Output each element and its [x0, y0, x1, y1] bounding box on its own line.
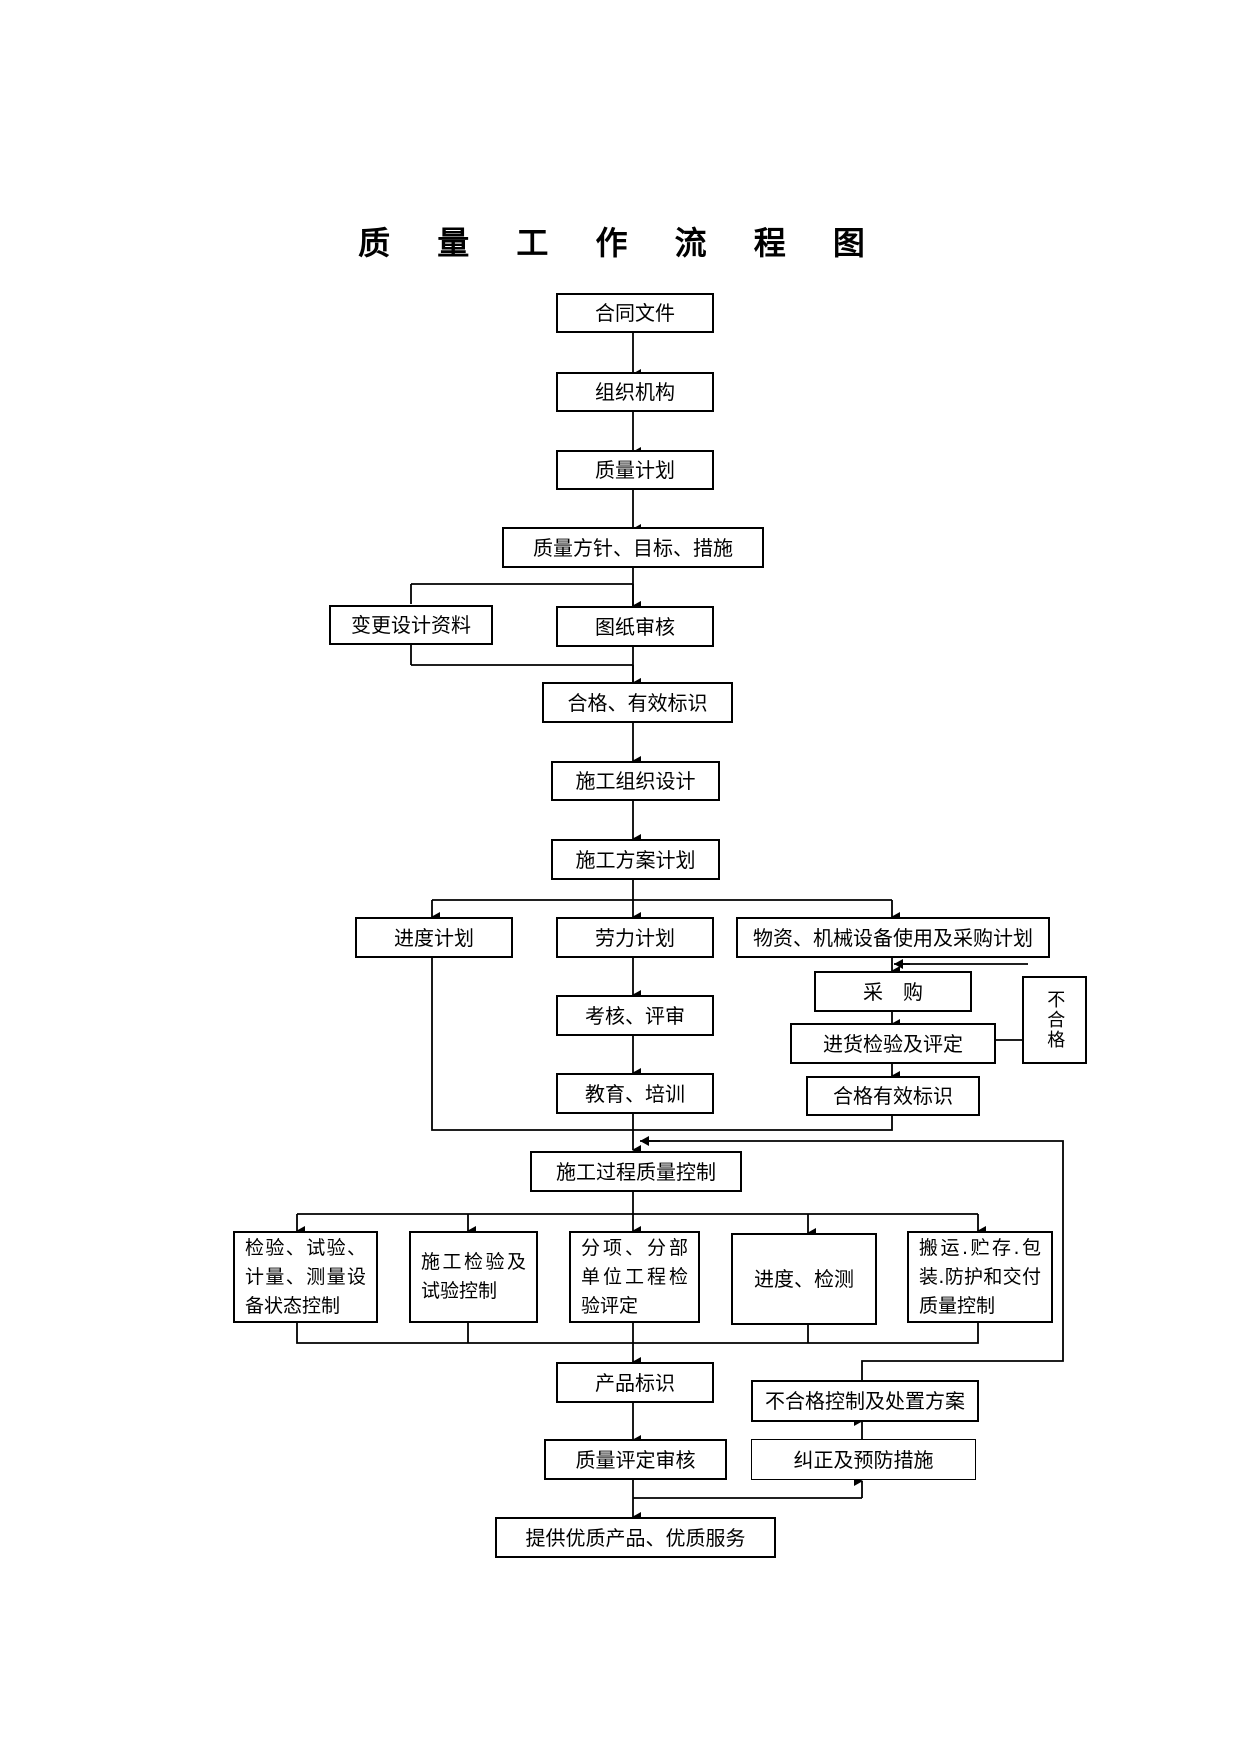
node-schedule-plan: 进度计划 — [355, 917, 513, 958]
node-handling-control: 搬运.贮存.包装.防护和交付质量控制 — [907, 1231, 1053, 1323]
page-title: 质 量 工 作 流 程 图 — [358, 224, 883, 262]
node-contract: 合同文件 — [556, 293, 714, 333]
node-training: 教育、培训 — [556, 1073, 714, 1114]
node-purchase: 采 购 — [814, 971, 972, 1012]
node-quality-policy: 质量方针、目标、措施 — [502, 527, 764, 568]
node-unqualified-control: 不合格控制及处置方案 — [751, 1380, 979, 1422]
node-process-control: 施工过程质量控制 — [530, 1151, 742, 1192]
node-quality-plan: 质量计划 — [556, 450, 714, 490]
node-design-change: 变更设计资料 — [329, 605, 493, 645]
node-product-mark: 产品标识 — [556, 1362, 714, 1403]
node-assessment: 考核、评审 — [556, 995, 714, 1036]
node-organization: 组织机构 — [556, 372, 714, 412]
node-sub-item-eval: 分项、分部单位工程检验评定 — [569, 1231, 700, 1323]
node-material-plan: 物资、机械设备使用及采购计划 — [736, 917, 1050, 958]
node-incoming-inspection: 进货检验及评定 — [790, 1023, 996, 1064]
node-qualified-mark-2: 合格有效标识 — [806, 1076, 980, 1116]
node-construction-plan: 施工方案计划 — [551, 839, 720, 880]
node-drawing-review: 图纸审核 — [556, 606, 714, 647]
node-unqualified-loop: 不合格 — [1022, 976, 1087, 1064]
node-equipment-control: 检验、试验、计量、测量设备状态控制 — [233, 1231, 378, 1323]
node-deliver-service: 提供优质产品、优质服务 — [495, 1517, 776, 1558]
node-construction-design: 施工组织设计 — [551, 761, 720, 801]
node-progress-check: 进度、检测 — [731, 1233, 877, 1325]
node-corrective-action: 纠正及预防措施 — [751, 1439, 976, 1480]
node-labor-plan: 劳力计划 — [556, 917, 714, 958]
node-qualified-mark: 合格、有效标识 — [542, 682, 733, 723]
node-inspection-test: 施工检验及试验控制 — [409, 1231, 538, 1323]
node-quality-review: 质量评定审核 — [544, 1439, 727, 1480]
